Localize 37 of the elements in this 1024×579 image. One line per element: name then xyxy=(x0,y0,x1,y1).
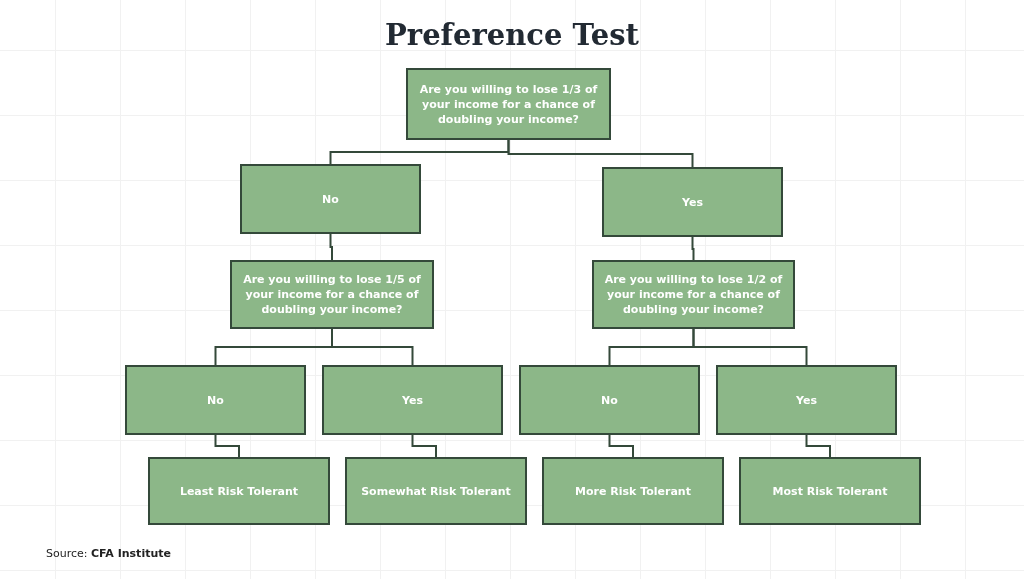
process-box xyxy=(148,457,330,525)
connector-line xyxy=(214,434,240,458)
connector-line xyxy=(507,139,694,168)
node-text: Yes xyxy=(796,392,817,408)
source-note: Source: CFA Institute xyxy=(46,547,171,560)
node-text: Somewhat Risk Tolerant xyxy=(361,483,511,499)
node-text: Are you willing to lose 1/2 of your income for a chance of doubling your income? xyxy=(603,272,784,317)
connector-line xyxy=(691,236,695,261)
node-text: Yes xyxy=(402,392,423,408)
process-box xyxy=(322,365,503,435)
process-box xyxy=(240,164,421,234)
node-text: Are you willing to lose 1/5 of your income for a chance of doubling your income? xyxy=(242,272,422,317)
process-box xyxy=(406,68,611,140)
node-text: No xyxy=(207,392,224,408)
connector-line xyxy=(329,233,333,261)
process-box xyxy=(592,260,795,329)
node-text: Are you willing to lose 1/3 of your income for a chance of doubling your income? xyxy=(418,81,599,127)
node-text: No xyxy=(601,392,618,408)
connector-line xyxy=(692,328,808,366)
connector-line xyxy=(411,434,437,458)
process-box xyxy=(230,260,434,329)
node-text: Most Risk Tolerant xyxy=(772,483,888,499)
node-text: Least Risk Tolerant xyxy=(179,483,299,499)
process-box xyxy=(602,167,783,237)
process-box xyxy=(716,365,897,435)
process-box xyxy=(519,365,700,435)
node-text: No xyxy=(322,191,339,207)
connector-line xyxy=(608,434,634,458)
connector-line xyxy=(805,434,831,458)
process-box xyxy=(125,365,306,435)
node-text: Yes xyxy=(682,194,703,210)
title: Preference Test xyxy=(385,18,639,52)
connector-line xyxy=(331,328,414,366)
process-box xyxy=(345,457,527,525)
process-box xyxy=(739,457,921,525)
process-box xyxy=(542,457,724,525)
node-text: More Risk Tolerant xyxy=(575,483,691,499)
